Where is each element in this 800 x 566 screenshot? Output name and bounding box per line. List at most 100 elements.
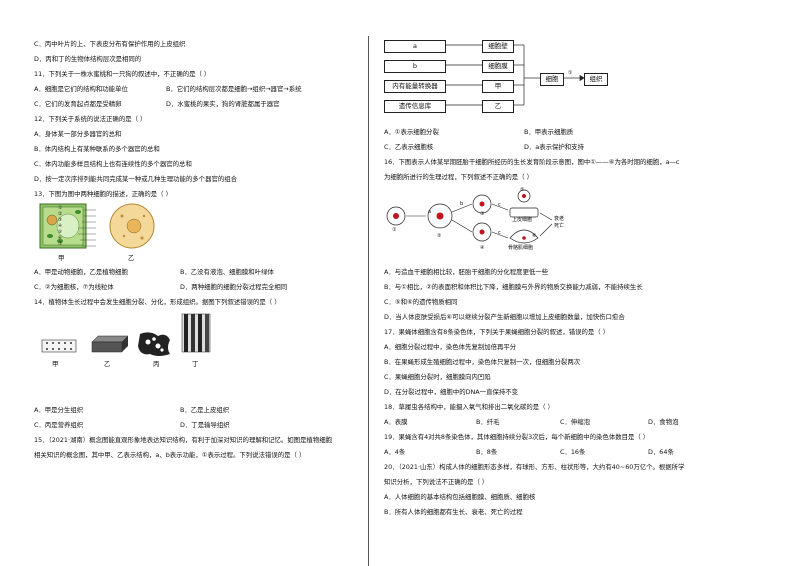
q12-option-b: B．体内结构上有某种联系的多个器官的总和: [34, 145, 160, 153]
q12-option-d: D．按一定次序排列能共同完成某一种或几种生理功能的多个器官的组合: [34, 175, 238, 183]
q14-option-d: D．丁是输导组织: [180, 421, 230, 429]
q10-option-c: C．丙中叶片的上、下表皮分布有保护作用的上皮组织: [34, 40, 186, 48]
q16-process-a: a: [428, 209, 432, 215]
q18-option-b: B．纤毛: [476, 418, 500, 426]
q15-option-b: B．甲表示细胞质: [524, 128, 574, 136]
concept-box-genetic: 遗传信息库: [384, 100, 446, 113]
q16-cell-3: ③: [480, 211, 485, 217]
cell-label-1: ①: [58, 206, 63, 211]
q13-cells-figure: [39, 203, 155, 249]
q14-label-yi: 乙: [104, 360, 111, 368]
cell-label-2: ②: [58, 212, 63, 217]
q16-process-b: b: [460, 201, 464, 207]
q16-cell-2: ②: [437, 233, 442, 239]
q19-option-b: B．8条: [476, 448, 498, 456]
q13-option-c: C．②为细胞核，⑦为线粒体: [34, 283, 114, 291]
q16-label-senescence: 衰老 死亡: [554, 216, 565, 229]
q15-stem-line1: 15．（2021·湖南）概念图能直观形象地表达知识结构，有利于加深对知识的理解和…: [34, 436, 333, 444]
concept-box-cell-membrane: 细胞膜: [482, 60, 514, 73]
plant-cell-figure: [39, 203, 87, 249]
q13-option-a: A．甲是动物细胞，乙是植物细胞: [34, 268, 128, 276]
concept-box-cell: 细胞: [540, 73, 564, 86]
concept-box-tissue: 组织: [584, 73, 608, 86]
q16-option-a: A．与造血干细胞相比较，胚胎干细胞的分化程度更低一些: [384, 268, 549, 276]
q16-process-c-top: c: [498, 202, 501, 208]
q20-option-a: A．人体细胞的基本结构包括细胞膜、细胞质、细胞核: [384, 493, 536, 501]
tissue-yi: [91, 335, 129, 353]
concept-box-energy: 内有能量转换器: [384, 80, 446, 93]
q14-option-a: A．甲是分生组织: [34, 406, 84, 414]
cell-pointer-lines: [78, 209, 96, 247]
q13-stem: 13．下图为图中两种细胞的描述，正确的是（ ）: [34, 190, 172, 198]
q19-option-d: D．64条: [648, 448, 674, 456]
q18-option-d: D．食物泡: [648, 418, 679, 426]
q18-option-c: C．伸缩泡: [560, 418, 591, 426]
q20-stem-line1: 20．（2021·山东）构成人体的细胞形态多样，有球形、方形、柱状形等，大约有4…: [384, 463, 685, 471]
q14-label-jia: 甲: [52, 360, 59, 368]
tissue-ding: [181, 313, 211, 353]
concept-box-b: b: [384, 60, 446, 73]
q14-tissues-figure: [41, 313, 211, 356]
q16-stem-line1: 16．下图表示人体某早期胚胎干细胞所经历的生长发育阶段示意图，图中①——⑥为各时…: [384, 158, 680, 166]
tissue-bing: [138, 332, 170, 356]
q11-stem: 11．下列关于一株水蜜桃和一只狗的叙述中，不正确的是（ ）: [34, 70, 211, 78]
q17-option-b: B．在果蝇形成生殖细胞过程中，染色体只复制一次，但细胞分裂两次: [384, 358, 581, 366]
q15-option-a: A．①表示细胞分裂: [384, 128, 439, 136]
q11-option-b: B．它们的结构层次都是细胞→组织→器官→系统: [166, 85, 302, 93]
q15-option-d: D．a表示保护和支持: [524, 143, 584, 151]
animal-cell-figure: [109, 203, 155, 249]
q18-option-a: A．表膜: [384, 418, 408, 426]
concept-process-label: ①: [568, 70, 573, 76]
q14-label-bing: 丙: [153, 360, 160, 368]
cell-label-3: ③: [58, 218, 63, 223]
q16-process-c-bottom: c: [498, 230, 501, 236]
q17-option-c: C．果蝇细胞分裂时，细胞膜向内凹陷: [384, 373, 491, 381]
q10-option-d: D．丙和丁的生物体结构层次是相同的: [34, 55, 142, 63]
q20-option-b: B．所有人体的细胞都有生长、衰老、死亡的过程: [384, 508, 523, 516]
q17-option-a: A．细胞分裂过程中，染色体先复制加倍再平分: [384, 343, 517, 351]
q16-option-b: B．与①相比，②的表面积和体积比下降，细胞膜与外界的物质交换能力减弱，不能持续生…: [384, 283, 643, 291]
q13-option-d: D．两种细胞的细胞分裂过程完全相同: [180, 283, 288, 291]
q15-stem-line2: 相关知识的概念图，其中甲、乙表示结构，a、b表示功能，①表示过程。下列说法错误的…: [34, 451, 306, 459]
q11-option-a: A．细胞是它们的结构和功能单位: [34, 85, 128, 93]
q13-label-jia: 甲: [58, 254, 65, 262]
cell-label-4: ④: [58, 224, 63, 229]
column-divider: [368, 36, 369, 566]
q17-option-d: D．在分裂过程中，细胞中的DNA一直保持不变: [384, 388, 519, 396]
q16-option-c: C．⑤和⑥的遗传物质相同: [384, 298, 458, 306]
concept-box-yi: 乙: [482, 100, 514, 113]
q12-option-a: A．身体某一部分多器官的总和: [34, 130, 122, 138]
q18-stem: 18．草履虫各结构中，能摄入氧气和排出二氧化碳的是（ ）: [384, 403, 554, 411]
cell-label-7: ⑦: [58, 242, 63, 247]
q16-option-d: D．当人体皮肤受损后⑥可以继续分裂产生新细胞以增加上皮细胞数量，加快伤口愈合: [384, 313, 625, 321]
q17-stem: 17．果蝇体细胞含有8条染色体，下列关于果蝇细胞分裂的叙述，错误的是（ ）: [384, 328, 610, 336]
q16-label-muscle-cell: 骨骼肌细胞: [508, 245, 534, 251]
q11-option-c: C．它们的发育起点都是受精卵: [34, 100, 122, 108]
q16-stem-line2: 为细胞所进行的生理过程，下列叙述不正确的是（ ）: [384, 173, 534, 181]
q12-stem: 12．下列关于系统的说法正确的是（ ）: [34, 115, 147, 123]
q14-label-ding: 丁: [192, 360, 199, 368]
q20-stem-line2: 知识分析，下列说法不正确的是（ ）: [384, 478, 489, 486]
q15-option-c: C．乙表示细胞核: [384, 143, 434, 151]
q13-label-yi: 乙: [128, 254, 135, 262]
q13-option-b: B．乙没有液泡、细胞膜和叶绿体: [180, 268, 274, 276]
cell-label-6: ⑥: [58, 236, 63, 241]
concept-box-a: a: [384, 40, 446, 53]
q16-cell-4: ④: [480, 245, 485, 251]
q16-cell-6: ⑥: [532, 233, 537, 239]
q11-option-d: D．水蜜桃的果实，狗的肾脏都属于器官: [166, 100, 280, 108]
cell-label-5: ⑤: [58, 230, 63, 235]
q14-option-c: C．丙是营养组织: [34, 421, 84, 429]
q14-stem: 14．植物体生长过程中会发生细胞分裂、分化，形成组织。据图下列叙述错误的是（ ）: [34, 298, 281, 306]
q19-stem: 19．果蝇含有4对共8条染色体，其体细胞持续分裂3次后，每个新细胞中的染色体数目…: [384, 433, 650, 441]
q16-cell-5: ⑤: [520, 187, 525, 193]
concept-box-cell-wall: 细胞壁: [482, 40, 514, 53]
q19-option-c: C．16条: [560, 448, 586, 456]
q14-option-b: B．乙是上皮组织: [180, 406, 230, 414]
q19-option-a: A．4条: [384, 448, 406, 456]
q16-cell-development-diagram: [386, 189, 553, 244]
q16-cell-1: ①: [392, 227, 397, 233]
q12-option-c: C．体内功能多样且结构上也有连续性的多个器官的总和: [34, 160, 192, 168]
tissue-jia: [41, 339, 77, 353]
q15-concept-map-lines: [446, 44, 585, 106]
